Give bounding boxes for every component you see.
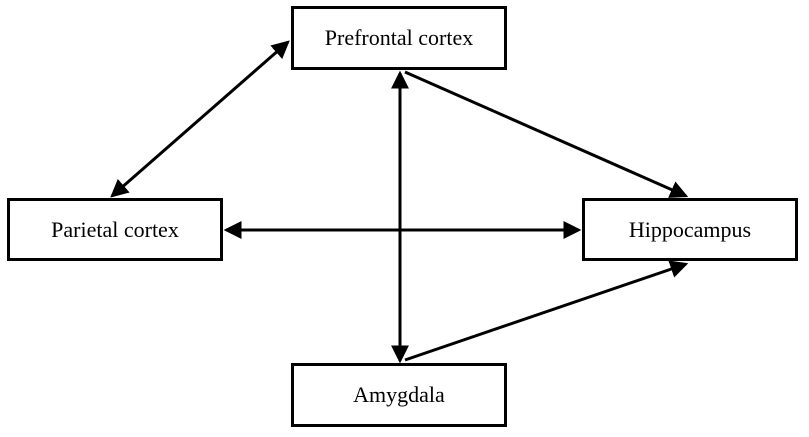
node-parietal-cortex: Parietal cortex — [7, 198, 223, 261]
node-amygdala: Amygdala — [291, 363, 507, 427]
edge-amygdala-hippocampus — [404, 260, 689, 362]
node-label: Hippocampus — [628, 216, 752, 242]
node-prefrontal-cortex: Prefrontal cortex — [291, 6, 507, 70]
node-label: Amygdala — [353, 382, 445, 407]
edge-prefrontal-hippocampus — [404, 70, 689, 198]
node-hippocampus: Hippocampus — [582, 198, 798, 261]
node-label: Parietal cortex — [51, 216, 179, 242]
edge-prefrontal-parietal — [110, 40, 290, 198]
node-label: Prefrontal cortex — [324, 25, 474, 50]
